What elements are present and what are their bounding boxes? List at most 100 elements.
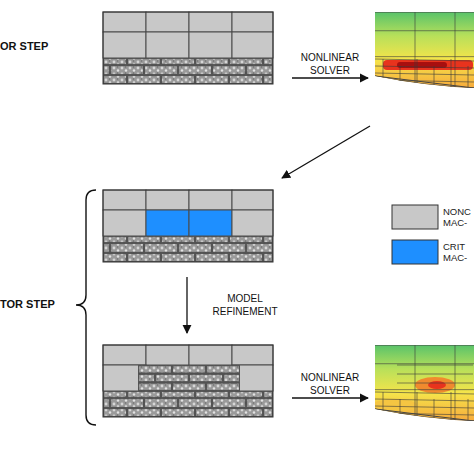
mortar-ground <box>103 391 273 417</box>
wall-outline <box>103 12 273 84</box>
masonry-unit <box>128 237 160 242</box>
contour-field <box>375 345 474 425</box>
masonry-unit <box>179 399 211 407</box>
masonry-unit <box>173 366 205 373</box>
arrow-label: MODEL REFINEMENT <box>200 293 290 318</box>
masonry-unit <box>179 244 211 252</box>
flow-arrow <box>186 277 187 333</box>
legend-swatch <box>392 205 438 229</box>
masonry-unit <box>264 392 272 397</box>
masonry-unit <box>111 399 143 407</box>
masonry-unit <box>104 237 126 242</box>
flow-arrow <box>292 397 368 398</box>
mesh-line <box>383 392 384 425</box>
legend-swatch <box>392 240 438 264</box>
masonry-unit <box>264 254 272 261</box>
mortar-ground <box>103 58 273 84</box>
legend-text: NONC MAC- <box>443 206 473 229</box>
mesh-line <box>468 399 469 425</box>
macro-element <box>232 345 273 365</box>
macro-element <box>146 12 189 32</box>
masonry-unit <box>104 254 126 261</box>
macro-element <box>189 190 232 210</box>
mesh-line <box>415 12 416 92</box>
masonry-unit <box>145 399 177 407</box>
masonry-unit <box>224 375 239 382</box>
masonry-unit <box>247 244 272 252</box>
mesh-line <box>397 383 473 384</box>
arrow-label: NONLINEAR SOLVER <box>290 52 370 77</box>
masonry-unit <box>230 59 262 64</box>
mesh-line <box>375 399 474 401</box>
mesh-line <box>375 66 474 68</box>
result-body <box>375 12 474 92</box>
masonry-unit <box>196 254 228 261</box>
masonry-unit <box>128 409 160 416</box>
contour-spot <box>428 381 446 389</box>
mesh-line <box>397 374 473 375</box>
masonry-unit <box>230 409 262 416</box>
critical-macro-element <box>146 210 189 236</box>
masonry-unit <box>139 383 171 390</box>
masonry-unit <box>264 59 272 64</box>
wall-panel <box>103 345 273 417</box>
masonry-unit <box>162 254 194 261</box>
masonry-unit <box>264 409 272 416</box>
masonry-unit <box>196 59 228 64</box>
contour-field <box>375 12 474 92</box>
critical-macro-element <box>189 210 232 236</box>
mesh-line <box>451 59 452 92</box>
mesh-line <box>417 392 418 425</box>
masonry-unit <box>162 237 194 242</box>
masonry-unit <box>139 366 171 373</box>
mesh-line <box>415 345 416 425</box>
bracket <box>76 190 96 425</box>
wall-panel <box>103 12 273 84</box>
macro-element <box>232 190 273 210</box>
flow-arrow <box>292 77 368 78</box>
macro-element <box>103 32 146 58</box>
mesh-lines <box>375 345 474 425</box>
masonry-unit <box>104 66 109 74</box>
masonry-unit <box>207 383 239 390</box>
mesh-line <box>375 59 474 61</box>
macro-element <box>232 12 273 32</box>
masonry-unit <box>230 254 262 261</box>
result-outline <box>375 345 474 421</box>
mesh-line <box>417 59 418 92</box>
mortar-ground <box>103 236 273 262</box>
macro-element <box>103 12 146 32</box>
mesh-line <box>468 66 469 92</box>
mesh-line <box>434 66 435 92</box>
macro-element <box>189 12 232 32</box>
masonry-unit <box>111 66 143 74</box>
masonry-unit <box>162 59 194 64</box>
macro-element <box>146 190 189 210</box>
masonry-unit <box>162 392 194 397</box>
wall-outline <box>103 190 273 262</box>
wall-outline <box>103 345 273 417</box>
step-title: TOR STEP <box>0 298 62 312</box>
mesh-line <box>434 399 435 425</box>
masonry-unit <box>213 244 245 252</box>
masonry-unit <box>156 375 188 382</box>
result-body <box>373 345 474 425</box>
mesh-line <box>451 392 452 425</box>
masonry-unit <box>173 383 205 390</box>
masonry-unit <box>247 66 272 74</box>
masonry-unit <box>196 76 228 83</box>
mesh-line <box>375 56 474 57</box>
mesh-line <box>455 345 456 425</box>
contour-result <box>375 12 474 92</box>
masonry-unit <box>196 392 228 397</box>
masonry-unit <box>230 237 262 242</box>
macro-element <box>103 210 146 236</box>
mortar-ground <box>138 365 240 391</box>
masonry-unit <box>162 409 194 416</box>
masonry-unit <box>128 392 160 397</box>
masonry-unit <box>128 59 160 64</box>
mesh-line <box>375 392 474 394</box>
masonry-unit <box>196 237 228 242</box>
mesh-line <box>455 12 456 92</box>
masonry-unit <box>230 392 262 397</box>
